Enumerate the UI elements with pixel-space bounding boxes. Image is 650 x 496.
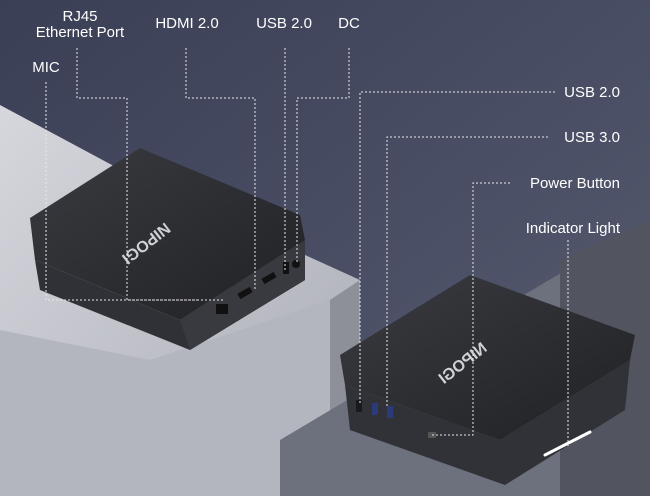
- label-dc: DC: [338, 15, 360, 32]
- callout-usb20-right: [359, 91, 555, 405]
- label-usb20-right: USB 2.0: [564, 84, 620, 101]
- callout-power: [432, 182, 510, 436]
- label-usb20-top: USB 2.0: [256, 15, 312, 32]
- label-power-button: Power Button: [529, 175, 620, 192]
- indicator-light: [543, 430, 592, 457]
- right-mini-pc: NIPOGI: [340, 275, 635, 485]
- label-indicator-light: Indicator Light: [525, 220, 620, 237]
- callout-rj45: [76, 48, 225, 301]
- label-hdmi: HDMI 2.0: [155, 15, 219, 32]
- callout-lines: [45, 48, 569, 448]
- callout-dc: [296, 48, 350, 262]
- label-rj45-line1: RJ45: [62, 8, 98, 25]
- label-rj45-line2: Ethernet Port: [35, 24, 125, 41]
- label-usb30: USB 3.0: [564, 129, 620, 146]
- callout-hdmi: [185, 48, 256, 290]
- callout-usb30: [386, 136, 548, 408]
- left-mini-pc: NIPOGI: [30, 148, 305, 350]
- callout-mic: [45, 82, 200, 301]
- label-mic: MIC: [32, 59, 60, 76]
